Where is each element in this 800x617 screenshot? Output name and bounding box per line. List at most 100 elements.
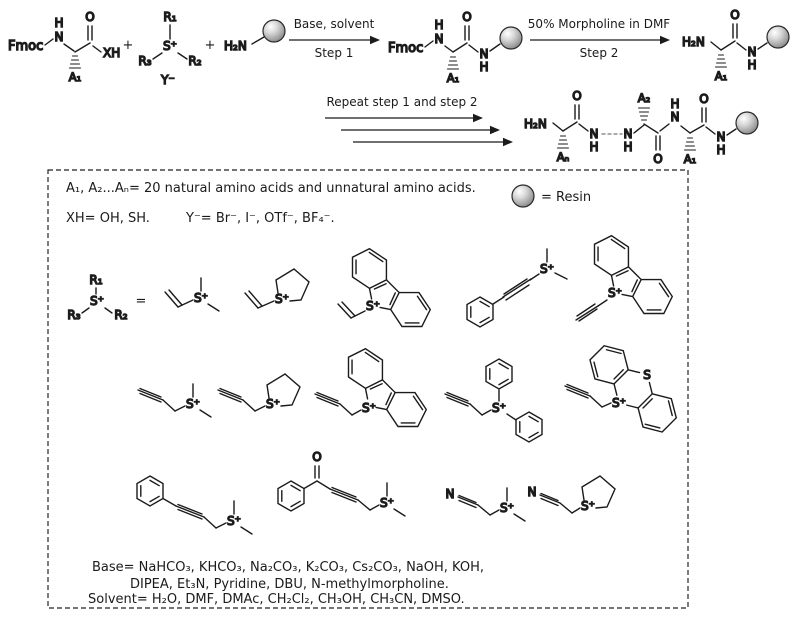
repeat-step-arrows: Repeat step 1 and step 2 [325,95,513,147]
s-plus-label: S⁺ [500,501,514,515]
resin-bead [766,25,790,49]
s-atom-label: S [643,368,651,382]
n-atom-label: N [748,45,757,59]
h-atom-label: H [54,16,63,30]
o-atom-label: O [312,450,321,464]
repeat-label: Repeat step 1 and step 2 [326,95,477,109]
a1-substituent-label: A₁ [447,71,459,85]
s-plus-label: S⁺ [227,514,241,528]
o-atom-label: O [85,10,94,24]
a1-substituent-label: A₁ [715,69,727,83]
peptide-resin-product: H₂N Aₙ O N H N H A₂ O N H A₁ O N H [523,88,759,167]
cyanomethyl-tetrahydrothiophenium: N S⁺ [527,475,616,514]
n-atom-label: N [446,487,455,501]
cyanomethyl-dimethylsulfonium: N S⁺ [445,486,526,522]
h-atom-label: H [434,18,443,32]
s-plus-label: S⁺ [540,262,554,276]
amino-acids-definition: A₁, A₂...Aₙ= 20 natural amino acids and … [66,181,476,196]
o-atom-label: O [653,152,662,166]
s-plus-label: S⁺ [163,39,177,53]
s-plus-label: S⁺ [608,286,622,300]
o-atom-label: O [462,10,471,24]
fmoc-label: Fmoc [388,41,423,56]
h-atom-label: H [716,143,725,157]
step1-arrow: Base, solvent Step 1 [289,17,380,60]
step2-label: Step 2 [580,46,619,60]
base-list-line2: DIPEA, Et₃N, Pyridine, DBU, N-methylmorp… [130,577,449,592]
vinyl-dimethylsulfonium: S⁺ [164,277,220,312]
resin-bead [511,184,535,208]
counterion-label: Y⁻ [160,73,175,87]
solvent-list: Solvent= H₂O, DMF, DMAc, CH₂Cl₂, CH₃OH, … [88,592,465,607]
s-plus-label: S⁺ [194,291,208,305]
amino-resin-reactant: H₂N [223,19,286,54]
r3-label: R₃ [67,308,80,322]
legend-box: A₁, A₂...Aₙ= 20 natural amino acids and … [47,169,689,609]
n-atom-label: N [624,127,633,141]
a2-substituent-label: A₂ [638,91,650,105]
vinyl-tetrahydrothiophenium: S⁺ [244,268,310,309]
a1-substituent-label: A₁ [69,70,81,84]
xh-group-label: XH [103,46,120,60]
xh-definition: XH= OH, SH. [66,211,150,226]
step1-label: Step 1 [315,46,354,60]
r3-label: R₃ [138,54,151,68]
step2-arrow: 50% Morpholine in DMF Step 2 [528,17,670,60]
equals-sign: = [136,294,147,309]
h2n-aa-resin-product: H₂N A₁ O N H [681,7,790,84]
h2n-label: H₂N [682,35,705,49]
propargyl-tetrahydrothiophenium: S⁺ [217,373,301,412]
h-atom-label: H [623,140,632,154]
fmoc-aa-resin-intermediate: Fmoc H N A₁ O N H [387,9,523,86]
plus-sign-1: + [123,38,134,53]
propargyl-dibenzothiophenium: S⁺ [314,340,435,439]
h-atom-label: H [589,140,598,154]
benzoyl-propargyl-dimethylsulfonium: O S⁺ [277,449,406,517]
a1-substituent-label: A₁ [684,152,696,166]
h-atom-label: H [479,60,488,74]
r1-label: R₁ [163,10,176,24]
legend-box-border [47,169,689,609]
s-plus-label: S⁺ [581,499,595,513]
h2n-label: H₂N [524,117,547,131]
step2-conditions: 50% Morpholine in DMF [528,17,670,31]
resin-bead [262,19,286,43]
counterion-definition: Y⁻= Br⁻, I⁻, OTf⁻, BF₄⁻. [185,211,335,226]
an-substituent-label: Aₙ [557,150,569,164]
phenylethynyl-dimethylsulfonium: S⁺ [466,248,568,328]
s-plus-label: S⁺ [366,299,380,313]
o-atom-label: O [572,89,581,103]
n-atom-label: N [528,485,537,499]
h-atom-label: H [670,97,679,111]
s-plus-label: S⁺ [266,397,280,411]
n-atom-label: N [480,47,489,61]
step1-conditions: Base, solvent [294,17,375,31]
resin-bead [499,26,523,50]
resin-legend: = Resin [511,184,591,208]
s-plus-label: S⁺ [90,294,104,308]
vinyl-dibenzothiophenium: S⁺ [337,240,439,339]
resin-bead [735,111,759,135]
s-plus-label: S⁺ [612,396,626,410]
o-atom-label: O [699,92,708,106]
generic-sulfonium-structure: R₁ S⁺ R₃ R₂ [67,272,129,322]
s-plus-label: S⁺ [492,401,506,415]
plus-sign-2: + [205,38,216,53]
phenylpropargyl-dimethylsulfonium: S⁺ [136,475,253,535]
r2-label: R₂ [114,308,127,322]
propargyl-dimethylsulfonium: S⁺ [137,383,212,418]
resin-legend-label: = Resin [541,190,591,205]
propargyl-thianthrenium: S⁺ S [564,337,685,440]
base-list-line1: Base= NaHCO₃, KHCO₃, Na₂CO₃, K₂CO₃, Cs₂C… [92,560,484,575]
s-plus-label: S⁺ [275,292,289,306]
fmoc-amino-acid-reactant: Fmoc H N A₁ O XH [7,9,121,84]
n-atom-label: N [590,127,599,141]
ethynyl-dibenzothiophenium: S⁺ [575,227,681,326]
o-atom-label: O [730,8,739,22]
s-plus-label: S⁺ [380,496,394,510]
fmoc-label: Fmoc [8,39,43,54]
n-atom-label: N [435,32,444,46]
s-plus-label: S⁺ [186,397,200,411]
